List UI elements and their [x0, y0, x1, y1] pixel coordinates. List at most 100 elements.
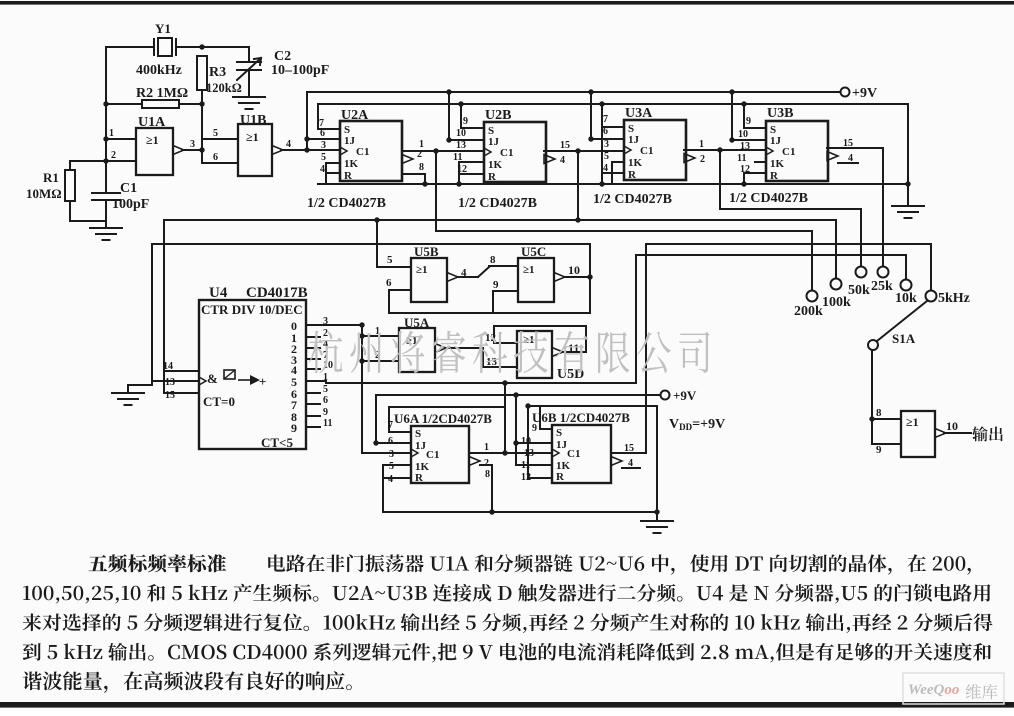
svg-text:10–100pF: 10–100pF — [271, 63, 329, 78]
svg-text:11: 11 — [521, 460, 530, 471]
svg-text:10: 10 — [568, 263, 580, 277]
svg-text:C1: C1 — [782, 146, 795, 158]
svg-text:11: 11 — [568, 341, 579, 355]
svg-text:10: 10 — [323, 360, 333, 371]
svg-text:1J: 1J — [415, 440, 427, 452]
svg-text:13: 13 — [165, 377, 175, 388]
svg-text:10: 10 — [738, 129, 748, 140]
svg-text:U3B: U3B — [767, 106, 793, 121]
svg-text:4: 4 — [848, 153, 853, 164]
svg-text:CTR DIV 10/DEC: CTR DIV 10/DEC — [201, 302, 303, 317]
svg-text:3: 3 — [389, 449, 394, 460]
svg-text:7: 7 — [291, 398, 297, 412]
svg-text:9: 9 — [532, 423, 537, 434]
svg-text:5: 5 — [291, 375, 297, 389]
svg-text:C1: C1 — [500, 147, 513, 159]
svg-text:C2: C2 — [274, 49, 291, 64]
svg-text:≥1: ≥1 — [523, 264, 535, 276]
svg-text:U5A: U5A — [404, 315, 430, 330]
svg-text:8: 8 — [490, 254, 496, 266]
svg-text:15: 15 — [560, 140, 570, 151]
svg-text:1K: 1K — [488, 159, 503, 171]
svg-text:1: 1 — [323, 372, 328, 383]
svg-text:1J: 1J — [344, 135, 356, 147]
svg-text:14: 14 — [163, 361, 173, 372]
svg-text:S: S — [556, 427, 562, 439]
svg-text:8: 8 — [291, 410, 297, 424]
svg-text:R: R — [488, 171, 497, 183]
svg-text:R: R — [415, 472, 424, 484]
svg-text:11: 11 — [737, 153, 746, 164]
svg-text:12: 12 — [521, 472, 531, 483]
svg-text:50k: 50k — [848, 283, 870, 298]
svg-text:6: 6 — [320, 128, 325, 139]
svg-text:2: 2 — [700, 154, 705, 165]
svg-text:1J: 1J — [556, 439, 568, 451]
svg-text:11: 11 — [323, 418, 332, 429]
svg-text:9: 9 — [323, 407, 328, 418]
svg-text:4: 4 — [628, 458, 633, 469]
svg-text:13: 13 — [740, 141, 750, 152]
svg-text:2: 2 — [417, 149, 422, 160]
svg-text:S: S — [415, 428, 421, 440]
svg-text:+9V: +9V — [673, 388, 697, 403]
svg-text:WeeQoo: WeeQoo — [908, 682, 959, 698]
svg-text:C1: C1 — [426, 449, 439, 461]
svg-text:U2B: U2B — [485, 108, 511, 123]
svg-text:U2A: U2A — [341, 108, 369, 123]
svg-text:2: 2 — [291, 342, 297, 356]
svg-text:9: 9 — [746, 116, 751, 127]
svg-text:CT=0: CT=0 — [203, 394, 235, 409]
svg-text:7: 7 — [603, 114, 608, 125]
svg-text:6: 6 — [603, 126, 608, 137]
svg-text:6: 6 — [291, 387, 297, 401]
svg-text:10: 10 — [946, 419, 958, 433]
svg-text:R2 1MΩ: R2 1MΩ — [136, 86, 188, 101]
svg-text:U5D: U5D — [557, 367, 584, 382]
svg-text:U5B: U5B — [414, 244, 439, 259]
svg-text:9: 9 — [291, 421, 297, 435]
svg-text:R: R — [344, 170, 353, 182]
svg-text:≥1: ≥1 — [406, 335, 418, 347]
svg-text:100pF: 100pF — [112, 197, 149, 212]
svg-text:6: 6 — [213, 152, 218, 163]
svg-text:9: 9 — [463, 116, 468, 127]
svg-text:U3A: U3A — [625, 106, 653, 121]
svg-text:5kHz: 5kHz — [938, 291, 970, 306]
svg-text:3: 3 — [323, 316, 328, 327]
svg-text:3: 3 — [291, 353, 297, 367]
svg-text:R1: R1 — [43, 170, 59, 185]
svg-text:≥1: ≥1 — [906, 415, 919, 429]
svg-text:10MΩ: 10MΩ — [26, 186, 62, 201]
svg-text:5: 5 — [213, 128, 218, 139]
svg-text:Y1: Y1 — [155, 21, 171, 36]
svg-text:CD4017B: CD4017B — [246, 285, 308, 301]
svg-text:U5C: U5C — [521, 244, 546, 259]
svg-text:0: 0 — [291, 319, 297, 333]
svg-text:10k: 10k — [895, 291, 917, 306]
svg-text:7: 7 — [388, 420, 393, 431]
svg-text:2: 2 — [484, 458, 489, 469]
svg-text:≥1: ≥1 — [146, 133, 159, 147]
svg-text:13: 13 — [524, 448, 534, 459]
svg-text:1: 1 — [375, 326, 380, 337]
svg-text:1K: 1K — [415, 461, 430, 473]
svg-text:4: 4 — [560, 155, 565, 166]
svg-text:15: 15 — [843, 138, 853, 149]
svg-text:U6B 1/2CD4027B: U6B 1/2CD4027B — [532, 410, 630, 425]
svg-text:4: 4 — [388, 474, 393, 485]
svg-text:1: 1 — [291, 331, 297, 345]
svg-text:S1A: S1A — [892, 331, 916, 346]
svg-text:10: 10 — [521, 436, 531, 447]
svg-text:S: S — [344, 124, 350, 136]
svg-text:12: 12 — [457, 164, 467, 175]
svg-text:C1: C1 — [120, 181, 137, 196]
svg-text:C1: C1 — [567, 448, 580, 460]
svg-text:2: 2 — [111, 150, 116, 161]
svg-text:4: 4 — [286, 139, 291, 150]
svg-text:200k: 200k — [794, 304, 823, 319]
svg-text:8: 8 — [419, 162, 424, 173]
svg-text:4: 4 — [461, 267, 467, 279]
svg-text:1: 1 — [699, 139, 704, 150]
svg-text:S: S — [770, 124, 776, 136]
